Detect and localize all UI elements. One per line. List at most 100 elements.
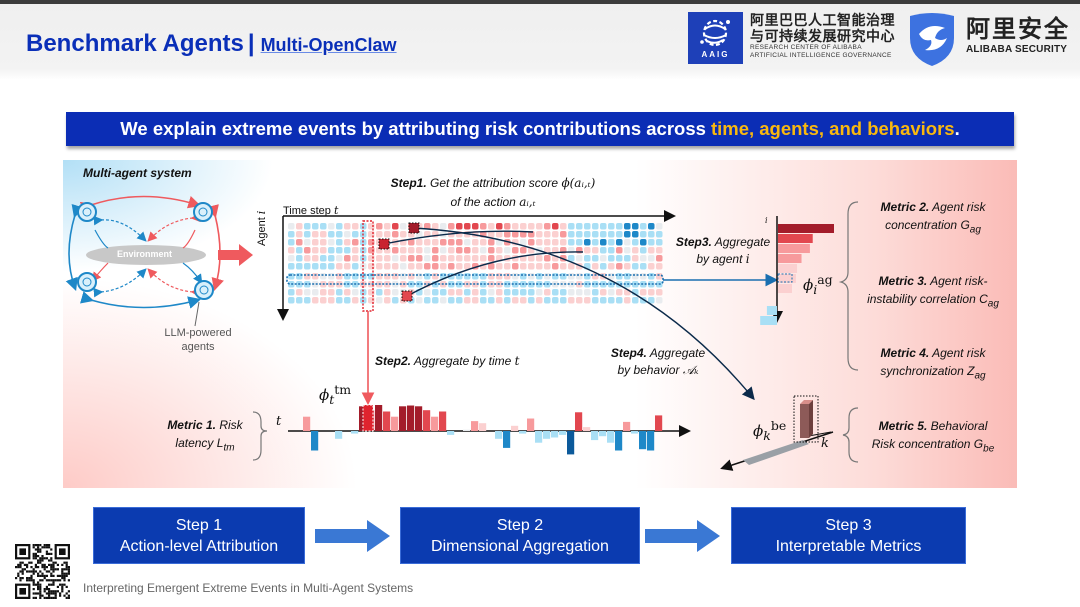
- curve-b: [406, 251, 584, 297]
- qr-module: [50, 574, 53, 577]
- qr-module: [61, 574, 64, 577]
- grid-cell: [624, 239, 631, 246]
- qr-module: [32, 552, 35, 555]
- agent-bar: [778, 254, 802, 263]
- qr-module: [41, 555, 44, 558]
- qr-module: [19, 561, 22, 564]
- title-main: Benchmark Agents: [26, 30, 244, 57]
- grid-cell: [344, 297, 351, 304]
- time-bar: [335, 431, 343, 439]
- qr-code-icon[interactable]: [15, 544, 70, 599]
- agent-node-2: [193, 202, 213, 222]
- grid-cell: [624, 297, 631, 304]
- grid-cell: [480, 255, 487, 262]
- grid-cell: [592, 231, 599, 238]
- qr-module: [65, 563, 68, 566]
- qr-module: [65, 592, 68, 595]
- metric-3: Metric 3. Agent risk- instability correl…: [853, 272, 1013, 313]
- grid-cell: [496, 247, 503, 254]
- grid-cell: [488, 255, 495, 262]
- qr-module: [37, 559, 40, 562]
- qr-module: [52, 563, 55, 566]
- grid-cell: [480, 289, 487, 296]
- qr-module: [26, 566, 29, 569]
- grid-cell: [432, 223, 439, 230]
- grid-cell: [560, 239, 567, 246]
- metric5-sub: be: [983, 443, 995, 455]
- qr-module: [65, 568, 68, 571]
- step4-caption: Step4. Aggregate by behavior 𝒜ₖ: [603, 345, 713, 379]
- metric2-sub: ag: [969, 224, 981, 236]
- grid-cell: [480, 281, 487, 288]
- qr-module: [45, 570, 48, 573]
- grid-cell: [448, 263, 455, 270]
- step3-bold: Step3.: [675, 235, 712, 249]
- grid-cell: [648, 273, 655, 280]
- grid-cell: [440, 297, 447, 304]
- time-bar: [383, 411, 391, 431]
- arrow-right-icon: [645, 520, 720, 552]
- grid-cell: [504, 263, 511, 270]
- grid-cell: [312, 239, 319, 246]
- grid-cell: [288, 239, 295, 246]
- qr-module: [48, 570, 51, 573]
- qr-module: [39, 594, 42, 597]
- link-env-b: [182, 229, 196, 249]
- slide-header: Benchmark Agents|Multi-OpenClaw: [0, 4, 1080, 80]
- grid-cell: [568, 231, 575, 238]
- step1-text: Get the attribution score: [430, 176, 559, 190]
- grid-cell: [568, 239, 575, 246]
- qr-module: [65, 566, 68, 569]
- grid-cell: [528, 263, 535, 270]
- grid-cell: [552, 223, 559, 230]
- grid-cell: [496, 297, 503, 304]
- grid-cell: [528, 255, 535, 262]
- qr-module: [39, 570, 42, 573]
- qr-module: [67, 570, 70, 573]
- grid-cell: [392, 273, 399, 280]
- grid-cell: [536, 223, 543, 230]
- qr-module: [32, 555, 35, 558]
- grid-cell: [568, 297, 575, 304]
- qr-module: [48, 546, 51, 549]
- grid-cell: [544, 297, 551, 304]
- subtitle-link[interactable]: Multi-OpenClaw: [260, 35, 397, 55]
- qr-module: [43, 544, 46, 547]
- grid-cell: [616, 263, 623, 270]
- phi-be-symbol: ϕ: [753, 422, 764, 440]
- qr-module: [39, 588, 42, 591]
- grid-cell: [296, 289, 303, 296]
- link-inner-bl: [93, 268, 147, 298]
- grid-cell: [552, 239, 559, 246]
- qr-module: [56, 590, 59, 593]
- grid-cell: [384, 263, 391, 270]
- grid-cell: [576, 223, 583, 230]
- phi-ag-label: ϕiag: [803, 272, 833, 297]
- llm-label-line2: agents: [181, 341, 215, 353]
- qr-module: [37, 546, 40, 549]
- grid-cell: [648, 289, 655, 296]
- step2-bold: Step2.: [375, 354, 412, 368]
- qr-module: [65, 596, 68, 599]
- grid-cell: [528, 297, 535, 304]
- grid-cell: [408, 255, 415, 262]
- grid-cell: [464, 289, 471, 296]
- grid-cell: [592, 273, 599, 280]
- step3-caption: Step3. Aggregate by agent i: [673, 234, 773, 268]
- qr-module: [23, 563, 26, 566]
- qr-module: [39, 561, 42, 564]
- grid-cell: [376, 223, 383, 230]
- qr-module: [39, 550, 42, 553]
- grid-cell: [616, 239, 623, 246]
- aaig-en-line1: RESEARCH CENTER OF ALIBABA: [750, 44, 862, 51]
- grid-cell: [520, 231, 527, 238]
- grid-cell: [448, 223, 455, 230]
- qr-finder-core: [59, 548, 66, 555]
- step4-bold: Step4.: [610, 346, 647, 360]
- time-axis-label: Time step t: [283, 204, 338, 217]
- qr-module: [41, 579, 44, 582]
- grid-cell: [304, 231, 311, 238]
- grid-cell: [608, 255, 615, 262]
- step1-math: ϕ(aᵢ,ₜ): [561, 176, 596, 190]
- qr-module: [56, 585, 59, 588]
